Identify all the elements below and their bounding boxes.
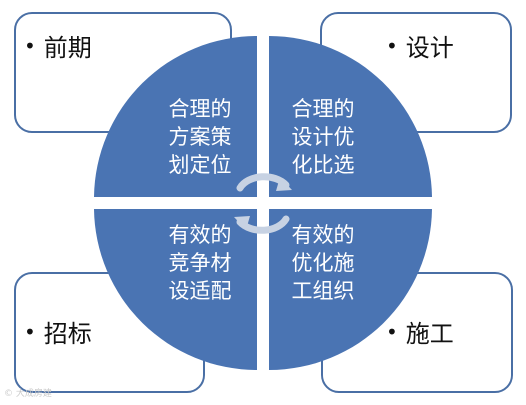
stage-label-text: 前期 xyxy=(43,34,92,62)
cycle-arrows-icon xyxy=(234,173,292,234)
quadrant-line: 方案策 xyxy=(168,125,232,149)
quadrant-line: 合理的 xyxy=(168,97,232,121)
stage-label-text: 招标 xyxy=(43,320,92,348)
quadrant-line: 优化施 xyxy=(291,251,355,275)
stage-label-construction: • 施工 xyxy=(386,314,454,349)
stage-label-design: • 设计 xyxy=(386,28,454,63)
bullet-icon: • xyxy=(24,319,36,344)
quadrant-text-bottom-left: 有效的 竞争材 设适配 xyxy=(155,221,245,305)
quadrant-line: 有效的 xyxy=(291,223,355,247)
bullet-icon: • xyxy=(24,33,36,58)
quadrant-line: 合理的 xyxy=(291,97,355,121)
bullet-icon: • xyxy=(386,319,398,344)
quadrant-top-right xyxy=(269,36,432,197)
bullet-icon: • xyxy=(386,33,398,58)
stage-label-preliminary: • 前期 xyxy=(24,28,92,63)
stage-label-text: 设计 xyxy=(405,34,454,62)
quadrant-line: 工组织 xyxy=(291,279,355,303)
quadrant-top-left xyxy=(94,36,257,197)
stage-label-text: 施工 xyxy=(405,320,454,348)
watermark: © 大成房建 xyxy=(4,389,52,399)
quadrant-line: 有效的 xyxy=(168,223,232,247)
quadrant-text-top-left: 合理的 方案策 划定位 xyxy=(155,95,245,179)
quadrant-line: 划定位 xyxy=(168,153,232,177)
quadrant-text-bottom-right: 有效的 优化施 工组织 xyxy=(278,221,368,305)
quadrant-line: 化比选 xyxy=(291,153,355,177)
quadrant-bottom-left xyxy=(94,209,257,370)
quadrant-bottom-right xyxy=(269,209,432,370)
quadrant-line: 设计优 xyxy=(291,125,355,149)
quadrant-line: 竞争材 xyxy=(168,251,232,275)
quadrant-line: 设适配 xyxy=(168,279,232,303)
quadrant-text-top-right: 合理的 设计优 化比选 xyxy=(278,95,368,179)
stage-label-bidding: • 招标 xyxy=(24,314,92,349)
